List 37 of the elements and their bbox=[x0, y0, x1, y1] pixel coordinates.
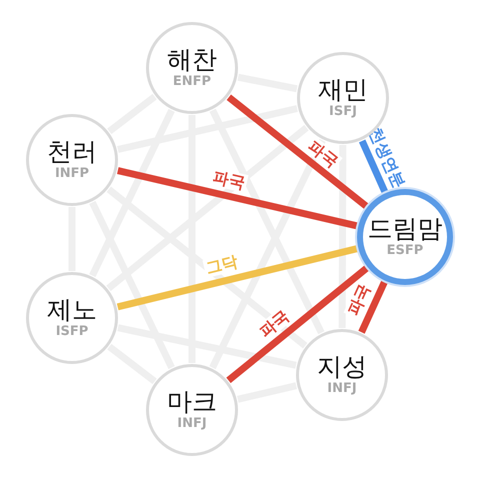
person-name: 제노 bbox=[47, 296, 97, 324]
person-name: 천러 bbox=[47, 138, 97, 166]
person-name: 마크 bbox=[167, 388, 217, 416]
connector-line bbox=[107, 344, 157, 384]
connector-line bbox=[358, 280, 388, 334]
personality-type: INFJ bbox=[327, 380, 357, 397]
personality-type: ISFP bbox=[56, 324, 88, 340]
connector-line bbox=[117, 105, 298, 153]
person-circle bbox=[357, 189, 453, 285]
connector-line bbox=[209, 138, 326, 370]
connector-line bbox=[236, 382, 298, 403]
person-name: 지성 bbox=[317, 353, 367, 381]
connector-line bbox=[226, 265, 370, 384]
connector-line bbox=[358, 140, 388, 194]
connector-line bbox=[226, 94, 369, 210]
connector-line bbox=[117, 324, 297, 369]
connector-line bbox=[210, 108, 324, 334]
connector-line bbox=[89, 108, 175, 278]
connector-line bbox=[237, 74, 298, 92]
personality-type: ESFP bbox=[386, 242, 424, 259]
connector-line bbox=[106, 186, 308, 348]
personality-type: ISFJ bbox=[329, 104, 357, 120]
personality-type: INFP bbox=[54, 166, 90, 182]
connector-line bbox=[106, 124, 309, 292]
person-name: 드림맘 bbox=[368, 215, 442, 243]
connector-line bbox=[338, 145, 346, 328]
connector-line bbox=[89, 200, 175, 370]
person-name: 재민 bbox=[318, 76, 368, 104]
connector-line bbox=[116, 245, 358, 310]
connector-line bbox=[188, 115, 196, 363]
connector-line bbox=[68, 207, 76, 271]
person-name: 해찬 bbox=[167, 46, 217, 74]
connector-line bbox=[107, 94, 157, 134]
person-circle bbox=[146, 364, 238, 456]
personality-type: ENFP bbox=[172, 74, 212, 90]
connector-line bbox=[117, 167, 358, 230]
personality-type: INFJ bbox=[177, 416, 207, 432]
